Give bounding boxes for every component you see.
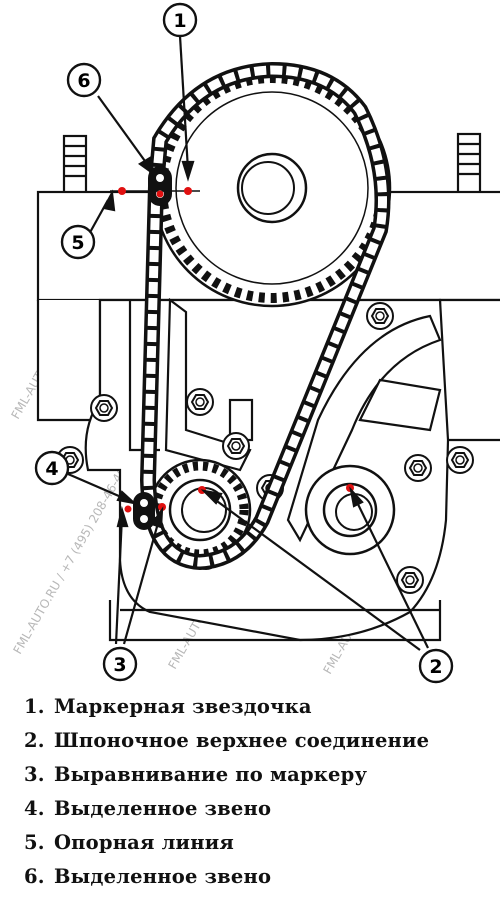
oil-pump-sprocket — [304, 464, 396, 556]
highlighted-links — [133, 166, 172, 530]
legend-number: 1. — [24, 695, 45, 718]
timing-chain — [139, 61, 391, 571]
callout-1: 1 — [162, 2, 198, 38]
callout-leaders — [67, 35, 429, 651]
legend-item: 4. Выделенное звено — [24, 792, 494, 826]
callout-5: 5 — [60, 224, 96, 260]
camshaft-sprocket — [152, 68, 392, 308]
svg-text:5: 5 — [71, 232, 84, 254]
legend-item: 1. Маркерная звездочка — [24, 690, 494, 724]
legend-text: Опорная линия — [54, 831, 234, 854]
svg-text:6: 6 — [77, 70, 90, 92]
callout-2: 2 — [418, 648, 454, 684]
svg-text:1: 1 — [173, 10, 186, 32]
legend-item: 2. Шпоночное верхнее соединение — [24, 724, 494, 758]
svg-text:2: 2 — [429, 656, 442, 678]
legend-item: 5. Опорная линия — [24, 826, 494, 860]
legend-text: Маркерная звездочка — [54, 695, 312, 718]
callout-3: 3 — [102, 646, 138, 682]
legend-list: 1. Маркерная звездочка 2. Шпоночное верхне… — [24, 690, 494, 894]
legend-number: 5. — [24, 831, 45, 854]
svg-text:4: 4 — [45, 458, 58, 480]
callout-6: 6 — [66, 62, 102, 98]
legend-number: 3. — [24, 763, 45, 786]
callout-4: 4 — [34, 450, 70, 486]
legend-number: 4. — [24, 797, 45, 820]
legend-number: 2. — [24, 729, 45, 752]
legend-text: Выделенное звено — [54, 797, 272, 820]
legend-text: Выделенное звено — [54, 865, 272, 888]
legend-text: Выравнивание по маркеру — [54, 763, 368, 786]
legend-item: 6. Выделенное звено — [24, 860, 494, 894]
legend-text: Шпоночное верхнее соединение — [54, 729, 430, 752]
svg-text:3: 3 — [113, 654, 126, 676]
timing-chain-diagram: FML-AUTO.RU / +7 (495) 208-46-46 FML-AUT… — [8, 2, 500, 684]
legend-number: 6. — [24, 865, 45, 888]
legend-item: 3. Выравнивание по маркеру — [24, 758, 494, 792]
